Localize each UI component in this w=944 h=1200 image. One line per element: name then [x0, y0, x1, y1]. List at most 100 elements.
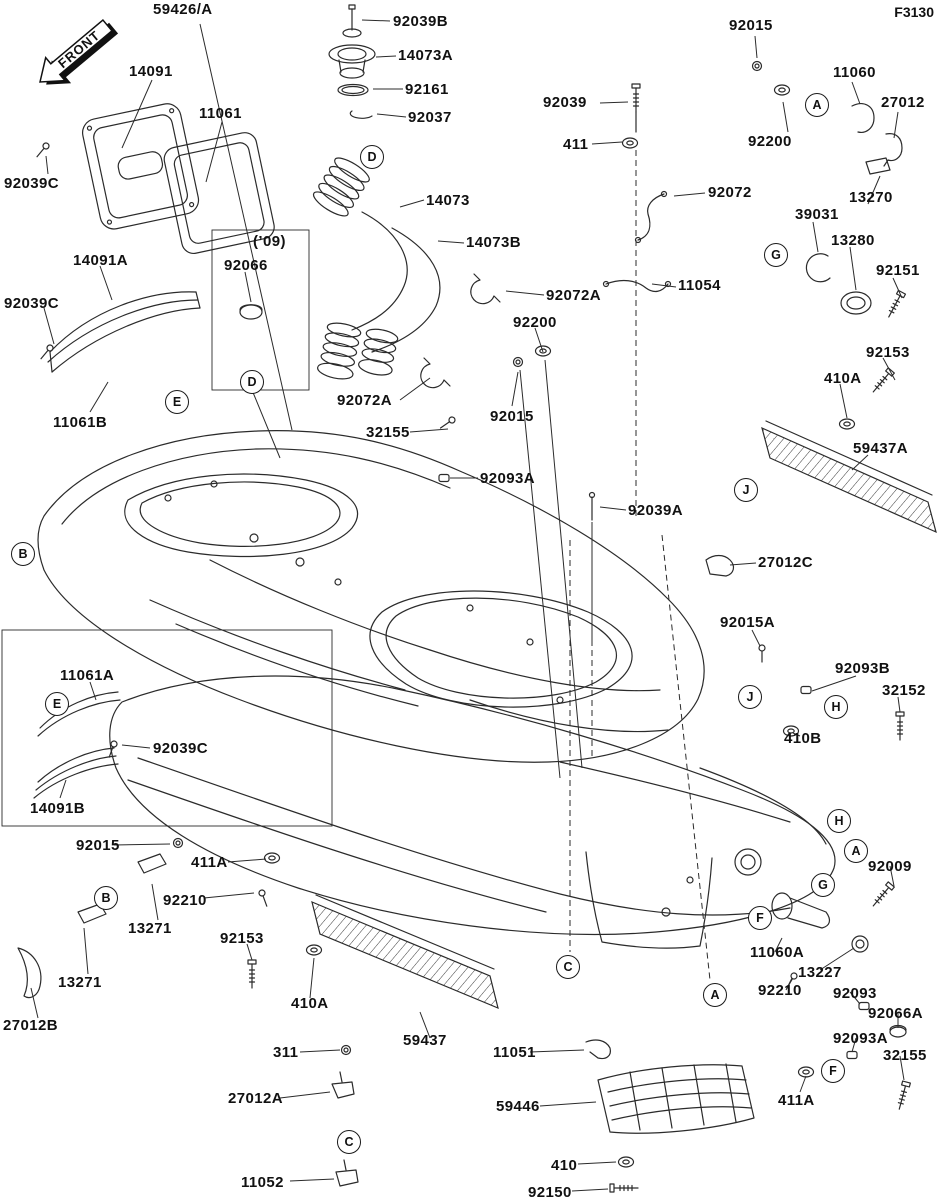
leader-line: [505, 290, 545, 296]
leader-line: [399, 377, 431, 401]
leader-line: [89, 381, 109, 413]
part-number-label: 32155: [366, 424, 410, 441]
part-number-label: 92015: [76, 837, 120, 854]
part-number-label: 92009: [868, 858, 912, 875]
leader-line: [299, 1049, 341, 1053]
callout-letter-C: C: [337, 1130, 361, 1154]
callout-letter-F: F: [821, 1059, 845, 1083]
part-number-label: 14073: [426, 192, 470, 209]
leader-line: [59, 779, 67, 799]
callout-letter-J: J: [738, 685, 762, 709]
part-number-label: 13270: [849, 189, 893, 206]
part-number-label: 92093: [833, 985, 877, 1002]
part-number-label: 92093B: [835, 660, 890, 677]
leader-line: [889, 865, 895, 887]
leader-line: [279, 1091, 331, 1099]
leader-line: [792, 732, 801, 737]
part-number-label: 410: [551, 1157, 578, 1174]
part-number-label: 11061B: [53, 414, 108, 431]
leader-line: [511, 371, 519, 407]
leader-line: [867, 175, 881, 205]
sponson-strip-59437: [311, 894, 499, 1010]
leader-line: [899, 1055, 905, 1081]
part-number-label: 59446: [496, 1098, 540, 1115]
leader-line: [673, 192, 706, 197]
part-number-label: 92015: [490, 408, 534, 425]
leader-line: [751, 629, 761, 647]
leader-line: [892, 277, 903, 299]
leader-line: [361, 19, 391, 22]
leader-line: [89, 681, 97, 701]
leader-line: [43, 307, 55, 345]
callout-letter-D: D: [240, 370, 264, 394]
part-number-label: 14073A: [398, 47, 453, 64]
drawing-code: F3130: [894, 4, 934, 20]
callout-letter-H: H: [824, 695, 848, 719]
ride-plate-59446: [597, 1063, 755, 1134]
part-number-label: 14091B: [30, 800, 85, 817]
part-number-label: 11051: [493, 1044, 536, 1061]
part-number-label: 59437A: [853, 440, 908, 457]
leader-line: [782, 101, 789, 133]
part-number-label: 92039C: [153, 740, 208, 757]
leader-line: [893, 111, 899, 139]
part-number-label: 14073B: [466, 234, 521, 251]
part-number-label: 410A: [824, 370, 862, 387]
part-number-label: 92039C: [4, 295, 59, 312]
leader-line: [251, 389, 281, 459]
leader-line: [246, 943, 253, 961]
leader-line: [544, 359, 583, 769]
hull-assembly: [109, 675, 836, 949]
leader-line: [599, 101, 629, 104]
part-number-label: 410A: [291, 995, 329, 1012]
part-number-label: 13227: [798, 964, 842, 981]
part-number-label: 13280: [831, 232, 875, 249]
cover-14091: [82, 103, 200, 230]
pad-14091A: [47, 291, 201, 373]
leader-line: [651, 283, 677, 288]
part-number-label: 11061A: [60, 667, 115, 684]
cover-11061: [163, 132, 275, 255]
leader-line: [99, 265, 113, 301]
part-number-label: 11061: [199, 105, 242, 122]
bracket-11051: [585, 1039, 611, 1060]
part-number-label: 32152: [882, 682, 926, 699]
leader-line: [113, 843, 171, 846]
leader-line: [851, 81, 861, 105]
part-number-label: 410B: [784, 730, 822, 747]
part-number-label: 14091: [129, 63, 173, 80]
part-number-label: 27012A: [228, 1090, 283, 1107]
leader-line: [309, 957, 315, 999]
leader-line: [227, 858, 267, 863]
callout-letter-G: G: [811, 873, 835, 897]
part-number-label: 27012B: [3, 1017, 58, 1034]
part-number-label: 92039C: [4, 175, 59, 192]
part-number-label: 11054: [678, 277, 721, 294]
leader-line: [839, 383, 848, 419]
callout-letter-E: E: [165, 390, 189, 414]
part-number-label: 92210: [163, 892, 207, 909]
leader-line: [45, 155, 49, 175]
leader-line: [571, 1188, 609, 1192]
callout-letter-A: A: [844, 839, 868, 863]
leader-line: [437, 240, 465, 244]
part-number-label: 92039A: [628, 502, 683, 519]
leader-line: [811, 675, 857, 692]
leader-line: [205, 121, 223, 183]
part-number-label: 59437: [403, 1032, 447, 1049]
cap-92066: [239, 304, 263, 320]
part-number-label: 11052: [241, 1174, 284, 1191]
part-number-label: 92093A: [480, 470, 535, 487]
callout-letter-F: F: [748, 906, 772, 930]
callout-letter-A: A: [805, 93, 829, 117]
part-number-label: 27012C: [758, 554, 813, 571]
part-number-label: 27012: [881, 94, 925, 111]
part-number-label: 92200: [748, 133, 792, 150]
part-number-label: 32155: [883, 1047, 927, 1064]
leader-line: [534, 327, 544, 353]
part-number-label: 92015: [729, 17, 773, 34]
part-number-label: 92039B: [393, 13, 448, 30]
leader-line: [539, 1101, 597, 1107]
part-number-label: 13271: [128, 920, 172, 937]
